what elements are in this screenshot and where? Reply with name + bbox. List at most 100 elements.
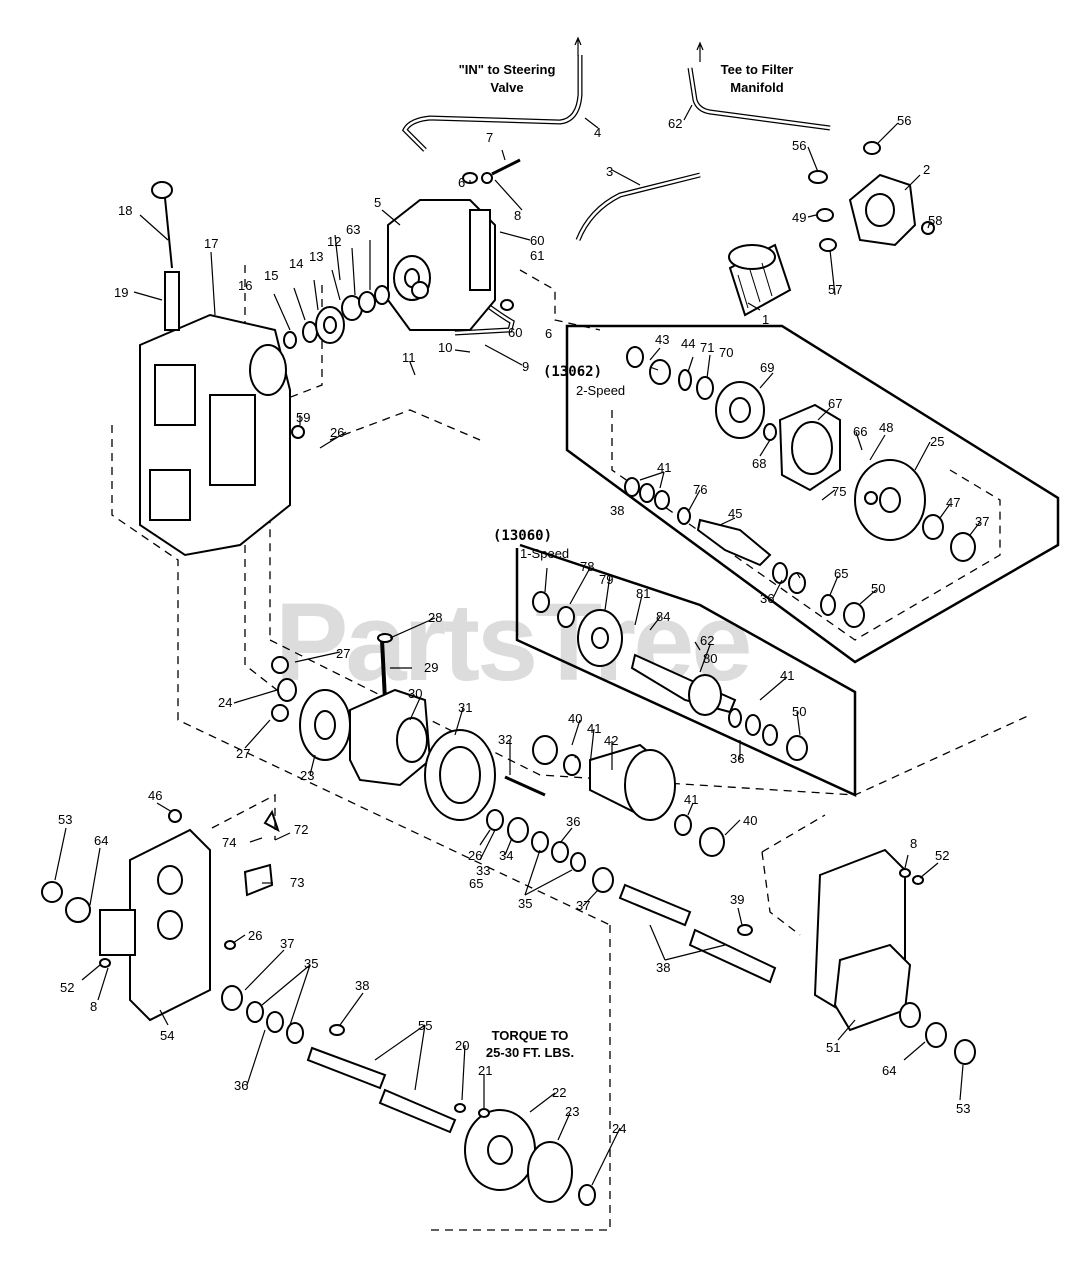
torque-note-line2: 25-30 FT. LBS. <box>486 1045 574 1060</box>
callout-46: 46 <box>148 788 162 803</box>
filter-manifold-note-line1: Tee to Filter <box>721 62 794 77</box>
transmission-housing <box>139 313 291 557</box>
callout-41d: 41 <box>780 668 794 683</box>
callout-41b: 41 <box>587 721 601 736</box>
callout-73: 73 <box>290 875 304 890</box>
callout-6a: 6 <box>458 175 465 190</box>
callout-9: 9 <box>522 359 529 374</box>
callout-24b: 24 <box>612 1121 626 1136</box>
steering-valve-note-line1: "IN" to Steering <box>459 62 556 77</box>
callout-19: 19 <box>114 285 128 300</box>
callout-37a: 37 <box>975 514 989 529</box>
callout-31: 31 <box>458 700 472 715</box>
callout-29: 29 <box>424 660 438 675</box>
callout-55: 55 <box>418 1018 432 1033</box>
callout-22: 22 <box>552 1085 566 1100</box>
callout-4: 4 <box>594 125 601 140</box>
callout-41a: 41 <box>657 460 671 475</box>
callout-38a: 38 <box>656 960 670 975</box>
callout-62a: 62 <box>668 116 682 131</box>
callout-8c: 8 <box>910 836 917 851</box>
right-axle <box>618 883 777 984</box>
callout-25: 25 <box>930 434 944 449</box>
callout-69: 69 <box>760 360 774 375</box>
callout-40b: 40 <box>743 813 757 828</box>
callout-1: 1 <box>762 312 769 327</box>
callout-65a: 65 <box>834 566 848 581</box>
callout-57: 57 <box>828 282 842 297</box>
callout-20: 20 <box>455 1038 469 1053</box>
callout-8a: 8 <box>514 208 521 223</box>
callout-38b: 38 <box>355 978 369 993</box>
callout-61: 61 <box>530 248 544 263</box>
callout-84: 84 <box>656 609 670 624</box>
callout-50b: 50 <box>792 704 806 719</box>
callout-14: 14 <box>289 256 303 271</box>
differential-assembly <box>271 633 725 893</box>
callout-44: 44 <box>681 336 695 351</box>
callout-66: 66 <box>853 424 867 439</box>
callout-43: 43 <box>655 332 669 347</box>
callout-52b: 52 <box>935 848 949 863</box>
callout-15: 15 <box>264 268 278 283</box>
callout-63: 63 <box>346 222 360 237</box>
callout-17: 17 <box>204 236 218 251</box>
misc-fittings <box>99 141 935 1118</box>
callout-33: 33 <box>476 863 490 878</box>
callout-42: 42 <box>604 733 618 748</box>
callout-53a: 53 <box>58 812 72 827</box>
kit-two-speed-label: 2-Speed <box>576 383 625 398</box>
callout-80: 80 <box>703 651 717 666</box>
torque-note-line1: TORQUE TO <box>492 1028 569 1043</box>
callout-13: 13 <box>309 249 323 264</box>
callout-75: 75 <box>832 484 846 499</box>
left-axle <box>221 985 596 1206</box>
callout-23b: 23 <box>565 1104 579 1119</box>
callout-21: 21 <box>478 1063 492 1078</box>
callout-60a: 60 <box>530 233 544 248</box>
callout-58: 58 <box>928 213 942 228</box>
callout-10: 10 <box>438 340 452 355</box>
kit-two-speed-code: (13062) <box>543 364 602 380</box>
pump-housing <box>387 199 496 331</box>
oil-filter <box>728 243 792 317</box>
callout-7: 7 <box>486 130 493 145</box>
dipstick-tube <box>164 271 180 331</box>
callout-41c: 41 <box>684 792 698 807</box>
callout-36c: 36 <box>760 591 774 606</box>
callout-47: 47 <box>946 495 960 510</box>
callout-64b: 64 <box>882 1063 896 1078</box>
callout-79: 79 <box>599 572 613 587</box>
callout-26c: 26 <box>468 848 482 863</box>
callout-23a: 23 <box>300 768 314 783</box>
callout-numbers: 1 2 3 4 5 6 6 7 8 8 8 9 10 11 12 13 14 1… <box>58 113 989 1136</box>
filter-manifold <box>848 173 917 247</box>
callout-49: 49 <box>792 210 806 225</box>
callout-35b: 35 <box>304 956 318 971</box>
callout-56b: 56 <box>792 138 806 153</box>
two-speed-kit-outline <box>565 324 1060 664</box>
callout-76: 76 <box>693 482 707 497</box>
callout-50a: 50 <box>871 581 885 596</box>
callout-5: 5 <box>374 195 381 210</box>
callout-30: 30 <box>408 686 422 701</box>
leader-lines <box>54 104 981 1186</box>
callout-59: 59 <box>296 410 310 425</box>
callout-67: 67 <box>828 396 842 411</box>
callout-65b: 65 <box>469 876 483 891</box>
callout-8b: 8 <box>90 999 97 1014</box>
callout-72: 72 <box>294 822 308 837</box>
callout-71: 71 <box>700 340 714 355</box>
callout-32: 32 <box>498 732 512 747</box>
callout-64a: 64 <box>94 833 108 848</box>
callout-3: 3 <box>606 164 613 179</box>
dipstick <box>151 181 173 269</box>
callout-70: 70 <box>719 345 733 360</box>
callout-36b: 36 <box>730 751 744 766</box>
callout-39: 39 <box>730 892 744 907</box>
callout-27a: 27 <box>336 646 350 661</box>
callout-81: 81 <box>636 586 650 601</box>
filter-manifold-note-line2: Manifold <box>730 80 783 95</box>
kit-one-speed-code: (13060) <box>493 528 552 544</box>
